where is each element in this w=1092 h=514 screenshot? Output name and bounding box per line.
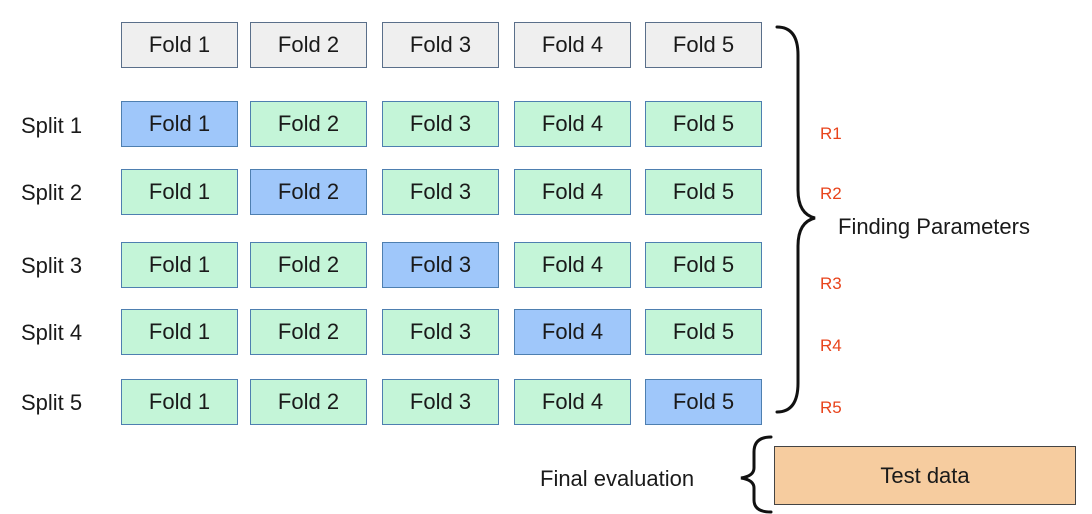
test-data-box: Test data — [774, 446, 1076, 505]
split-2-fold-2: Fold 2 — [250, 169, 367, 215]
result-label-3: R3 — [820, 274, 842, 293]
header-fold-3: Fold 3 — [382, 22, 499, 68]
split-1-fold-1: Fold 1 — [121, 101, 238, 147]
split-5-fold-1: Fold 1 — [121, 379, 238, 425]
split-1-fold-4: Fold 4 — [514, 101, 631, 147]
split-label-1: Split 1 — [21, 113, 83, 138]
split-3-fold-2: Fold 2 — [250, 242, 367, 288]
result-label-2: R2 — [820, 184, 842, 203]
split-2-fold-1: Fold 1 — [121, 169, 238, 215]
split-5-fold-5: Fold 5 — [645, 379, 762, 425]
split-label-2: Split 2 — [21, 180, 83, 205]
parameters-brace — [775, 25, 816, 414]
split-3-fold-5: Fold 5 — [645, 242, 762, 288]
split-5-fold-3: Fold 3 — [382, 379, 499, 425]
split-label-3: Split 3 — [21, 253, 83, 278]
header-fold-5: Fold 5 — [645, 22, 762, 68]
split-1-fold-2: Fold 2 — [250, 101, 367, 147]
split-4-fold-4: Fold 4 — [514, 309, 631, 355]
split-4-fold-5: Fold 5 — [645, 309, 762, 355]
header-fold-2: Fold 2 — [250, 22, 367, 68]
final-evaluation-label: Final evaluation — [540, 466, 695, 491]
split-label-4: Split 4 — [21, 320, 83, 345]
split-3-fold-3: Fold 3 — [382, 242, 499, 288]
split-2-fold-3: Fold 3 — [382, 169, 499, 215]
result-label-4: R4 — [820, 336, 842, 355]
split-label-5: Split 5 — [21, 390, 83, 415]
split-5-fold-4: Fold 4 — [514, 379, 631, 425]
evaluation-brace — [740, 435, 773, 514]
split-1-fold-5: Fold 5 — [645, 101, 762, 147]
result-label-5: R5 — [820, 398, 842, 417]
split-2-fold-5: Fold 5 — [645, 169, 762, 215]
split-1-fold-3: Fold 3 — [382, 101, 499, 147]
split-2-fold-4: Fold 4 — [514, 169, 631, 215]
split-4-fold-1: Fold 1 — [121, 309, 238, 355]
split-3-fold-1: Fold 1 — [121, 242, 238, 288]
split-4-fold-2: Fold 2 — [250, 309, 367, 355]
header-fold-4: Fold 4 — [514, 22, 631, 68]
split-5-fold-2: Fold 2 — [250, 379, 367, 425]
result-label-1: R1 — [820, 124, 842, 143]
header-fold-1: Fold 1 — [121, 22, 238, 68]
split-4-fold-3: Fold 3 — [382, 309, 499, 355]
split-3-fold-4: Fold 4 — [514, 242, 631, 288]
finding-parameters-label: Finding Parameters — [838, 214, 1030, 239]
